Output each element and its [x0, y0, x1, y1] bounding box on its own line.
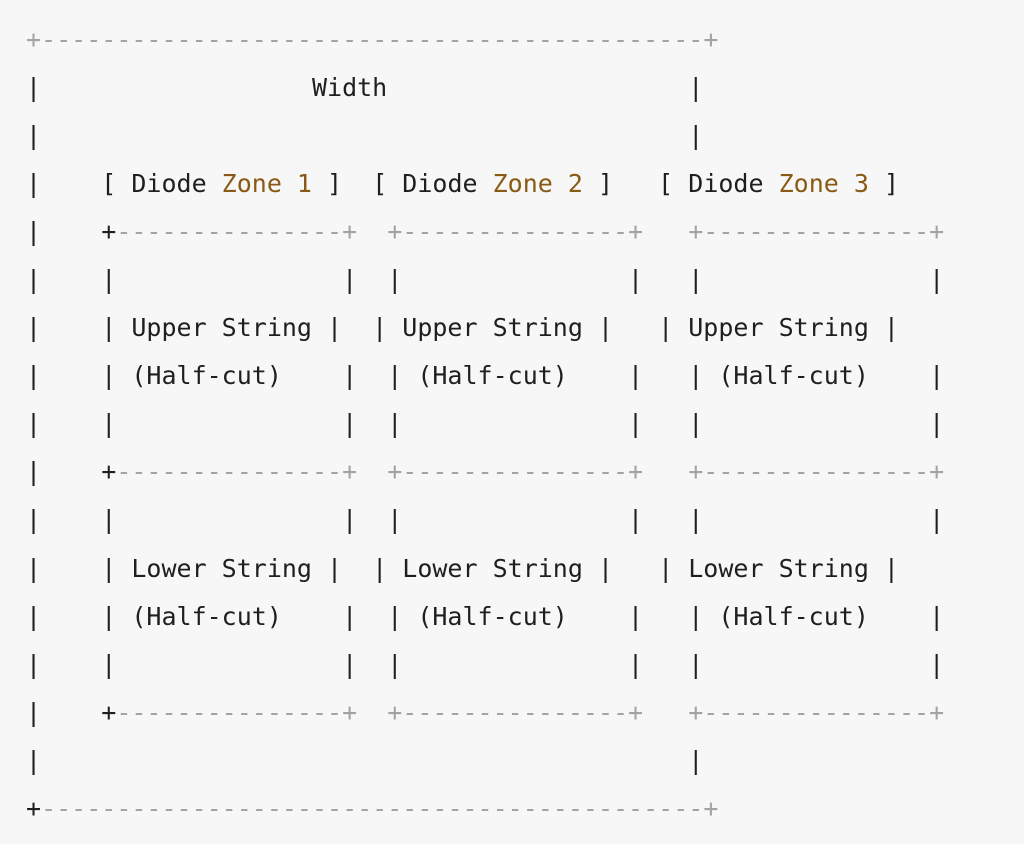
diagram-line: | |	[26, 737, 944, 785]
diagram-text-segment: | |	[26, 121, 704, 151]
diagram-line: | +---------------+ +---------------+ +-…	[26, 208, 944, 256]
diagram-line: +---------------------------------------…	[26, 16, 944, 64]
diagram-dash-border-segment: ---------------+ +---------------+ +----…	[116, 457, 945, 487]
ascii-diagram-code-block: +---------------------------------------…	[26, 16, 944, 833]
diagram-text-segment: | +	[26, 697, 117, 727]
diagram-line: | | Lower String | | Lower String | | Lo…	[26, 545, 944, 593]
diagram-dash-border-segment: ---------------+ +---------------+ +----…	[116, 697, 945, 727]
diagram-text-segment: ]	[868, 169, 900, 199]
diagram-dash-border-segment: ----------------------------------------…	[41, 793, 719, 823]
diagram-zone-label-segment: Zone 2	[492, 169, 583, 199]
diagram-dash-border-segment: +	[26, 25, 42, 54]
diagram-line: | | | | | | |	[26, 496, 944, 544]
diagram-line: | | | | | | |	[26, 641, 944, 689]
diagram-line: | | (Half-cut) | | (Half-cut) | | (Half-…	[26, 593, 944, 641]
diagram-text-segment: | | | | | | |	[26, 505, 945, 535]
diagram-line: | Width |	[26, 64, 944, 112]
diagram-dash-border-segment: ---------------+ +---------------+ +----…	[116, 217, 945, 247]
diagram-line: | |	[26, 112, 944, 160]
diagram-text-segment: | [ Diode	[26, 169, 222, 199]
diagram-text-segment: ] [ Diode	[582, 169, 779, 199]
diagram-line: | | (Half-cut) | | (Half-cut) | | (Half-…	[26, 352, 944, 400]
diagram-text-segment: | | (Half-cut) | | (Half-cut) | | (Half-…	[26, 361, 945, 391]
diagram-text-segment: | | | | | | |	[26, 409, 945, 439]
diagram-text-segment: | | | | | | |	[26, 265, 945, 295]
diagram-line: | | Upper String | | Upper String | | Up…	[26, 304, 944, 352]
diagram-text-segment: | +	[26, 217, 117, 247]
diagram-text-segment: | | (Half-cut) | | (Half-cut) | | (Half-…	[26, 601, 945, 631]
diagram-text-segment: ] [ Diode	[311, 169, 493, 199]
diagram-text-segment: | | Lower String | | Lower String | | Lo…	[26, 553, 899, 583]
diagram-line: | +---------------+ +---------------+ +-…	[26, 689, 944, 737]
diagram-line: +---------------------------------------…	[26, 785, 944, 833]
diagram-text-segment: | Width |	[26, 73, 704, 103]
diagram-line: | +---------------+ +---------------+ +-…	[26, 448, 944, 496]
diagram-text-segment: | | | | | | |	[26, 649, 945, 679]
diagram-dash-border-segment: ----------------------------------------…	[41, 25, 719, 54]
diagram-line: | [ Diode Zone 1 ] [ Diode Zone 2 ] [ Di…	[26, 160, 944, 208]
diagram-zone-label-segment: Zone 3	[778, 169, 869, 199]
diagram-line: | | | | | | |	[26, 400, 944, 448]
diagram-zone-label-segment: Zone 1	[221, 169, 312, 199]
diagram-text-segment: | | Upper String | | Upper String | | Up…	[26, 313, 899, 343]
diagram-text-segment: | |	[26, 745, 704, 775]
diagram-text-segment: +	[26, 793, 42, 823]
diagram-line: | | | | | | |	[26, 256, 944, 304]
diagram-text-segment: | +	[26, 457, 117, 487]
